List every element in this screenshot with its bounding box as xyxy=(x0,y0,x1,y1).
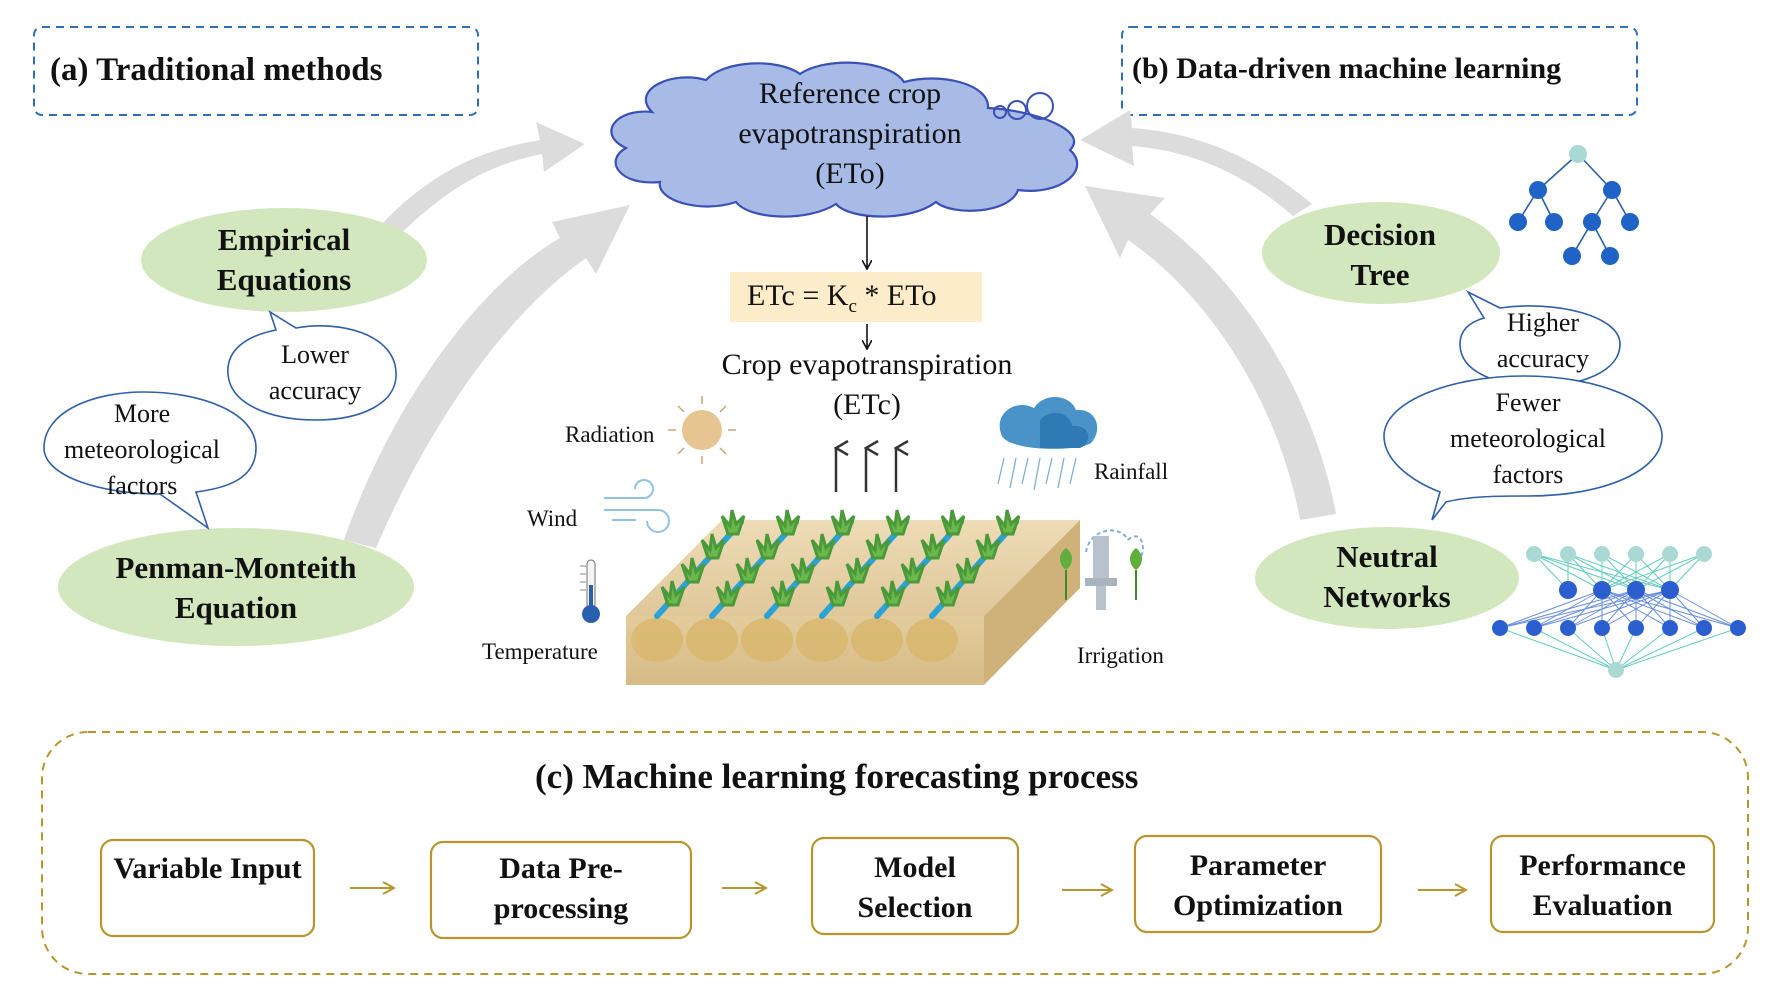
eto-cloud-line-1: Reference crop xyxy=(758,77,942,110)
formula-subscript: c xyxy=(848,296,857,317)
etc-label: Crop evapotranspiration (ETc) xyxy=(700,345,1034,425)
neural-networks-label: Neutral Networks xyxy=(1323,539,1451,614)
higher-accuracy-label: Higher accuracy xyxy=(1496,308,1590,373)
step-box-3 xyxy=(810,836,1020,936)
formula-suffix: * ETo xyxy=(856,279,937,312)
neural-network-icon xyxy=(1492,546,1746,678)
decision-tree-flow-arrow xyxy=(1080,110,1312,216)
step-data-preprocessing: Data Pre-processing xyxy=(493,852,629,925)
decision-tree-label: Decision Tree xyxy=(1324,217,1436,292)
eto-cloud-line-3: (ETo) xyxy=(815,157,885,190)
eto-cloud xyxy=(610,61,1079,218)
irrigation-icon xyxy=(1060,529,1144,610)
rainfall-label: Rainfall xyxy=(1094,459,1169,484)
more-factors-label: More meteorological factors xyxy=(64,399,220,500)
eto-cloud-line-2: evapotranspiration xyxy=(738,117,962,150)
step-parameter-optimization: Parameter Optimization xyxy=(1173,849,1343,922)
penman-flow-arrow xyxy=(344,205,630,548)
decision-tree-icon xyxy=(1509,145,1639,265)
panel-c-box xyxy=(41,731,1749,975)
penman-monteith-label: Penman-Monteith Equation xyxy=(115,550,357,625)
irrigation-label: Irrigation xyxy=(1077,643,1164,668)
more-factors-bubble xyxy=(43,391,257,531)
gray-flow-arrows xyxy=(344,110,1336,548)
step-variable-input: Variable Input xyxy=(113,852,302,885)
wind-label: Wind xyxy=(527,506,578,531)
evaporation-arrows xyxy=(836,448,896,492)
neural-flow-arrow xyxy=(1085,186,1336,520)
wind-icon xyxy=(604,479,670,533)
empirical-equations-label: Empirical Equations xyxy=(216,222,352,297)
panel-c-title: (c) Machine learning forecasting process xyxy=(535,757,1139,796)
etc-label-line-2: (ETc) xyxy=(833,388,901,421)
empirical-flow-arrow xyxy=(378,122,585,236)
eto-cloud-label: Reference crop evapotranspiration (ETo) xyxy=(700,74,1000,194)
step-model-selection: Model Selection xyxy=(857,851,973,924)
penman-node-shape xyxy=(58,528,414,646)
panel-b-title: (b) Data-driven machine learning xyxy=(1132,52,1562,85)
decision-tree-node-shape xyxy=(1262,202,1500,304)
formula-prefix: ETc = K xyxy=(747,279,849,312)
sun-icon xyxy=(668,396,736,464)
panel-b-title-box xyxy=(1121,26,1638,116)
process-arrows xyxy=(350,888,1466,890)
step-performance-evaluation: Performance Evaluation xyxy=(1519,849,1686,922)
panel-a-title: (a) Traditional methods xyxy=(50,52,383,88)
step-box-4 xyxy=(1133,834,1383,934)
lower-accuracy-bubble xyxy=(227,310,397,421)
temperature-label: Temperature xyxy=(482,639,598,664)
radiation-label: Radiation xyxy=(565,422,655,447)
step-box-2 xyxy=(429,840,693,940)
thermometer-icon xyxy=(580,559,600,623)
process-step-boxes xyxy=(99,834,1716,940)
rain-cloud-icon xyxy=(997,396,1098,491)
fewer-factors-label: Fewer meteorological factors xyxy=(1450,388,1606,489)
panel-a-title-box xyxy=(33,26,479,116)
step-box-5 xyxy=(1489,834,1716,934)
fewer-factors-bubble xyxy=(1383,375,1663,521)
etc-label-line-1: Crop evapotranspiration xyxy=(721,348,1013,381)
lower-accuracy-label: Lower accuracy xyxy=(268,340,362,405)
step-box-1 xyxy=(99,838,316,938)
etc-formula: ETc = Kc * ETo xyxy=(747,279,936,318)
empirical-node-shape xyxy=(141,208,427,312)
formula-box xyxy=(730,272,982,322)
crop-field-illustration xyxy=(626,509,1080,685)
neural-node-shape xyxy=(1255,527,1519,629)
